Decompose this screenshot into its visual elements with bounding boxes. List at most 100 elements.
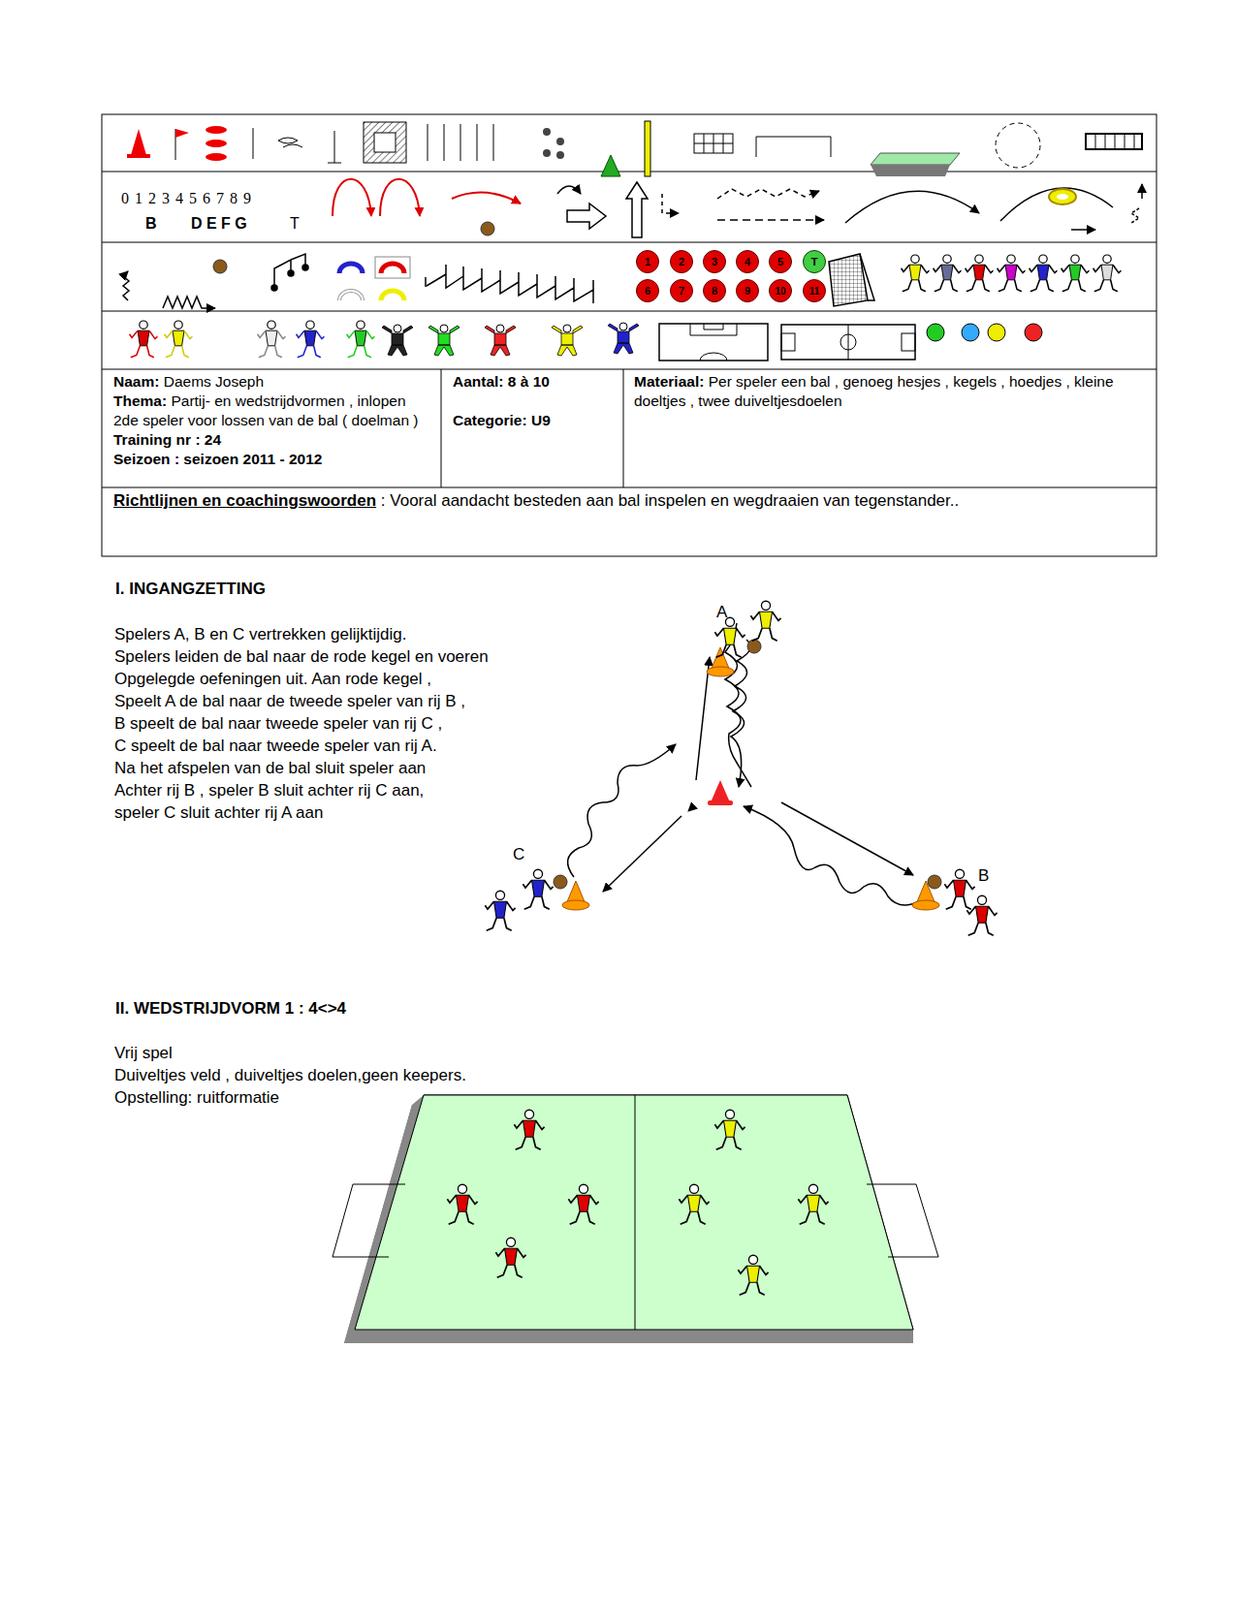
- table-cell: Materiaal: Per speler een bal , genoeg h…: [633, 372, 1139, 412]
- table-text: Per speler een bal , genoeg hesjes , keg…: [633, 373, 1114, 410]
- player-figure: [568, 1184, 599, 1225]
- text-label: Opstelling: ruitformatie: [114, 1087, 280, 1110]
- symbol-row-1: [126, 121, 1142, 177]
- text-label: Vrij spel: [114, 1043, 173, 1066]
- symbol-row-3: [123, 253, 875, 309]
- table-cell: Richtlijnen en coachingswoorden : Vooral…: [113, 490, 1145, 512]
- circle-number: T: [811, 255, 819, 268]
- text-label: Achter rij B , speler B sluit achter rij…: [114, 780, 424, 803]
- number-circle: 2: [669, 250, 694, 274]
- number-circle: 11: [802, 279, 826, 303]
- text-label: B: [978, 865, 989, 888]
- table-text: Thema:: [113, 392, 167, 410]
- player-figure: [129, 320, 159, 358]
- number-circle: 9: [735, 279, 760, 303]
- player-figure: [737, 1255, 768, 1296]
- table-cell: Aantal: 8 à 10 Categorie: U9: [452, 372, 618, 431]
- player-figure: [1093, 254, 1122, 292]
- player-figure: [522, 869, 553, 910]
- circle-number: 2: [678, 255, 685, 268]
- player-figure: [296, 320, 325, 358]
- table-text: Richtlijnen en coachingswoorden: [113, 491, 377, 510]
- field: [332, 1095, 939, 1344]
- circle-number: 6: [644, 285, 651, 297]
- player-figure: [347, 320, 376, 358]
- keeper-figure: [484, 324, 516, 356]
- text-label: T: [289, 213, 300, 236]
- text-label: Speelt A de bal naar de tweede speler va…: [114, 691, 466, 714]
- table-text: Seizoen : seizoen 2011 - 2012: [113, 449, 434, 470]
- text-label: 0 1 2 3 4 5 6 7 8 9: [121, 188, 253, 211]
- circle-number: 8: [711, 285, 718, 297]
- player-figure: [446, 1184, 477, 1225]
- player-figure: [495, 1237, 526, 1278]
- number-circle: 1: [635, 250, 660, 274]
- player-figure: [965, 254, 994, 292]
- player-figure: [933, 254, 962, 292]
- player-figure: [678, 1184, 709, 1225]
- table-text: Categorie: U9: [452, 411, 618, 431]
- drill-drawing: [568, 623, 920, 906]
- text-label: Spelers leiden de bal naar de rode kegel…: [114, 646, 489, 669]
- number-circle: T: [802, 250, 826, 274]
- player-figure: [997, 254, 1026, 292]
- text-label: Opgelegde oefeningen uit. Aan rode kegel…: [114, 668, 432, 692]
- player-figure: [966, 895, 997, 936]
- circle-number: 9: [744, 285, 751, 297]
- text-label: Spelers A, B en C vertrekken gelijktijdi…: [114, 624, 407, 647]
- player-figure: [797, 1184, 828, 1225]
- player-figure: [484, 890, 515, 931]
- cones: [553, 639, 942, 911]
- player-figure: [750, 601, 781, 641]
- text-label: I. INGANGZETTING: [115, 578, 266, 602]
- keeper-figure: [428, 324, 460, 356]
- text-label: B speelt de bal naar tweede speler van r…: [114, 713, 443, 736]
- symbol-row-2: [332, 179, 1142, 238]
- keeper-figure: [607, 322, 639, 354]
- number-circle: 10: [768, 279, 793, 303]
- text-label: speler C sluit achter rij A aan: [114, 802, 323, 825]
- symbol-row-4: [659, 323, 1043, 361]
- number-circle: 5: [768, 250, 793, 274]
- circle-number: 1: [644, 255, 651, 268]
- text-label: Na het afspelen van de bal sluit speler …: [114, 758, 426, 781]
- text-label: A: [716, 602, 728, 625]
- table-text: Aantal: 8 à 10: [452, 372, 618, 392]
- player-figure: [257, 320, 286, 358]
- player-figure: [164, 320, 193, 358]
- player-figure: [944, 869, 975, 910]
- circle-number: 4: [744, 255, 751, 268]
- table-text: Daems Joseph: [163, 373, 264, 390]
- text-label: C: [512, 844, 525, 867]
- number-circle: 7: [669, 279, 694, 303]
- player-figure: [1061, 254, 1090, 292]
- text-label: II. WEDSTRIJDVORM 1 : 4<>4: [115, 998, 347, 1021]
- number-circle: 6: [635, 279, 660, 303]
- text-label: C speelt de bal naar tweede speler van r…: [114, 735, 438, 759]
- text-label: B: [145, 213, 158, 236]
- number-circle: 4: [735, 250, 760, 274]
- table-cell: Naam: Daems JosephThema: Partij- en weds…: [113, 372, 434, 470]
- table-text: Naam:: [113, 373, 159, 390]
- number-circle: 3: [702, 250, 727, 274]
- circle-number: 11: [809, 285, 821, 297]
- player-figure: [513, 1109, 544, 1150]
- text-label: Duiveltjes veld , duiveltjes doelen,geen…: [114, 1065, 467, 1088]
- number-circle: 8: [702, 279, 727, 303]
- header-table: [101, 114, 1157, 557]
- keeper-figure: [551, 324, 583, 356]
- player-figure: [714, 1109, 745, 1150]
- keeper-figure: [381, 324, 413, 356]
- circle-number: 3: [711, 255, 718, 268]
- table-text: Materiaal:: [633, 373, 704, 390]
- player-figure: [901, 254, 930, 292]
- text-label: D E F G: [190, 213, 248, 236]
- player-figure: [1029, 254, 1058, 292]
- circle-number: 5: [777, 255, 784, 268]
- player-figure: [714, 617, 745, 658]
- circle-number: 10: [774, 285, 786, 297]
- table-text: : Vooral aandacht besteden aan bal inspe…: [380, 491, 959, 510]
- table-text: Training nr : 24: [113, 430, 434, 450]
- circle-number: 7: [678, 285, 685, 297]
